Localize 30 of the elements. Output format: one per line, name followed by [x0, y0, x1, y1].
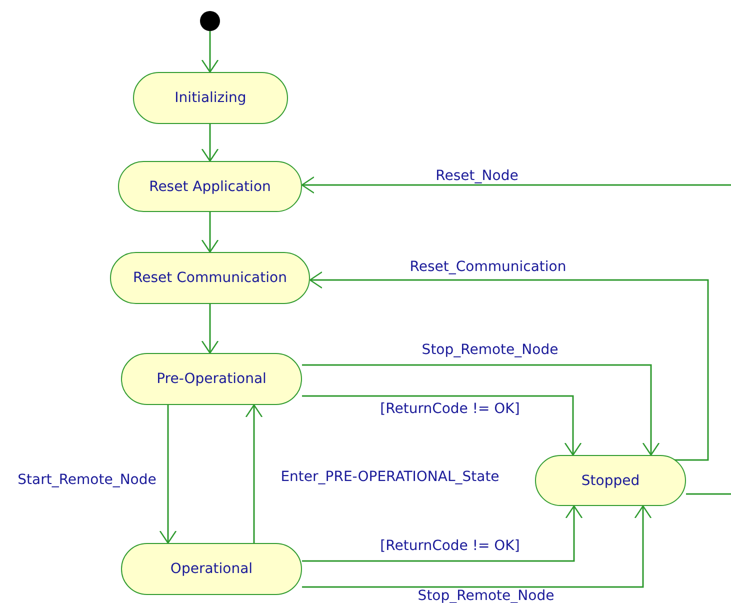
transition-arrow: [201, 212, 219, 253]
transition-arrow: [245, 404, 263, 543]
transition-arrow: [302, 395, 582, 456]
edge-label: [ReturnCode != OK]: [378, 539, 522, 553]
initial-state-dot: [200, 11, 220, 31]
transition-arrow: [301, 176, 731, 194]
state-box: [121, 353, 302, 405]
state-name: Stopped: [581, 472, 640, 488]
state-name: Reset Application: [149, 178, 271, 194]
transition-arrow: [201, 124, 219, 162]
state-name: Operational: [170, 561, 253, 577]
edge-label: [ReturnCode != OK]: [378, 402, 522, 416]
transition-arrow: [159, 405, 177, 544]
state-box: [133, 72, 288, 124]
state-name: Pre-Operational: [156, 371, 266, 387]
transition-arrow: [201, 304, 219, 354]
state-box: [535, 455, 686, 506]
state-name: Reset Communication: [133, 270, 287, 286]
edge-label: Stop_Remote_Node: [420, 343, 560, 357]
transition-arrow: [302, 505, 652, 588]
state-name: Initializing: [174, 90, 246, 106]
edge-label: Stop_Remote_Node: [416, 589, 556, 603]
transition-arrow: [309, 271, 709, 461]
state-box: [118, 161, 302, 212]
transition-arrow: [302, 364, 660, 456]
state-box: [121, 543, 302, 595]
transition-arrow: [201, 31, 219, 73]
state-box: [110, 252, 310, 304]
transition-arrow: [302, 505, 583, 562]
edge-label: Start_Remote_Node: [16, 473, 158, 487]
